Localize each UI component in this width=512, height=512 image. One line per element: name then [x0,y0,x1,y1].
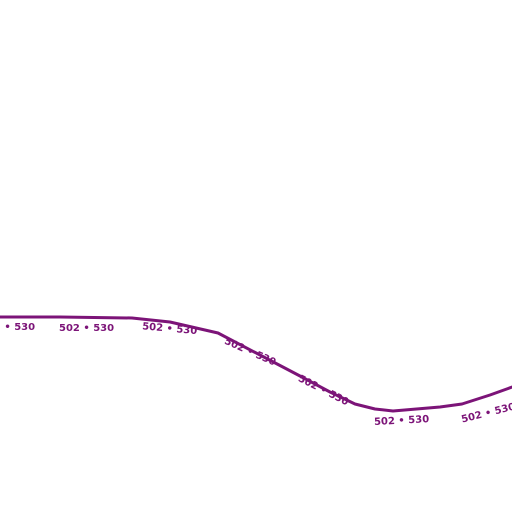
route-label: 502 • 530 [0,322,35,333]
route-label: 502 • 530 [374,414,430,428]
route-label: 502 • 530 [59,323,114,334]
route-line[interactable] [0,315,512,413]
route-label: 502 • 530 [223,336,278,368]
route-label: 502 • 530 [460,402,512,426]
route-label: 502 • 530 [296,373,350,408]
route-label: 502 • 530 [142,321,198,337]
